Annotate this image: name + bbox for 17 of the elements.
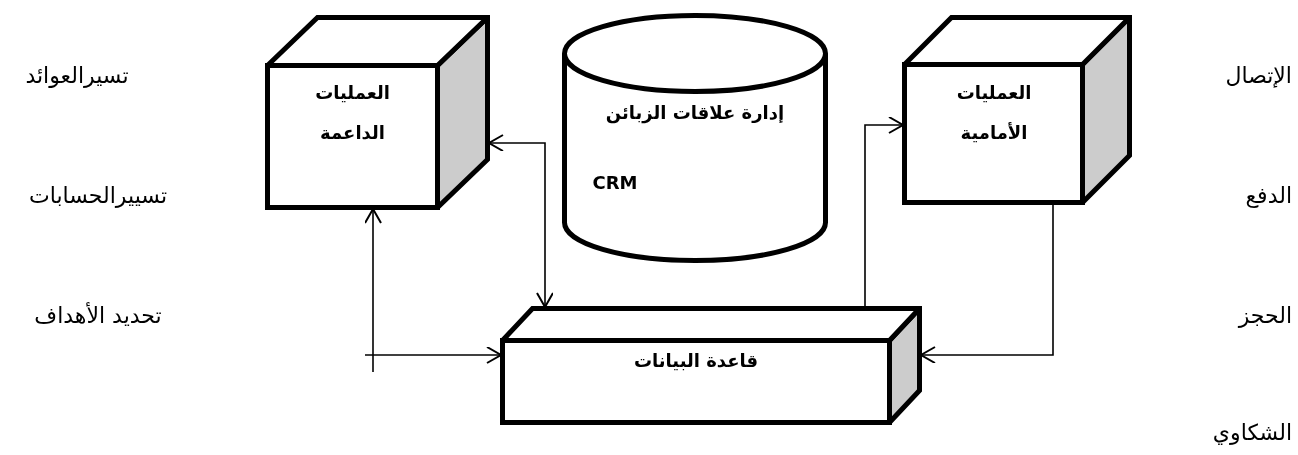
box-label: العمليات الداعمة — [314, 81, 391, 145]
box-label: قاعدة البيانات — [632, 349, 760, 373]
label: الإتصال — [1225, 62, 1292, 88]
arrow — [488, 134, 554, 308]
label: تسيرالعوائد — [25, 62, 129, 88]
label: تحديد الأهداف — [34, 302, 162, 328]
label: الحجز — [1238, 302, 1292, 328]
label: الشكاوي — [1212, 419, 1292, 445]
arrow — [364, 346, 502, 364]
box-label: إدارة علاقات الزبائن — [604, 101, 786, 126]
box-label: CRM — [591, 171, 639, 195]
arrow — [364, 208, 382, 373]
arrow — [920, 204, 1054, 364]
arrow — [864, 116, 904, 307]
label: الدفع — [1245, 182, 1292, 208]
label: تسييرالحسابات — [28, 182, 168, 208]
box-label: العمليات الأمامية — [955, 81, 1033, 145]
